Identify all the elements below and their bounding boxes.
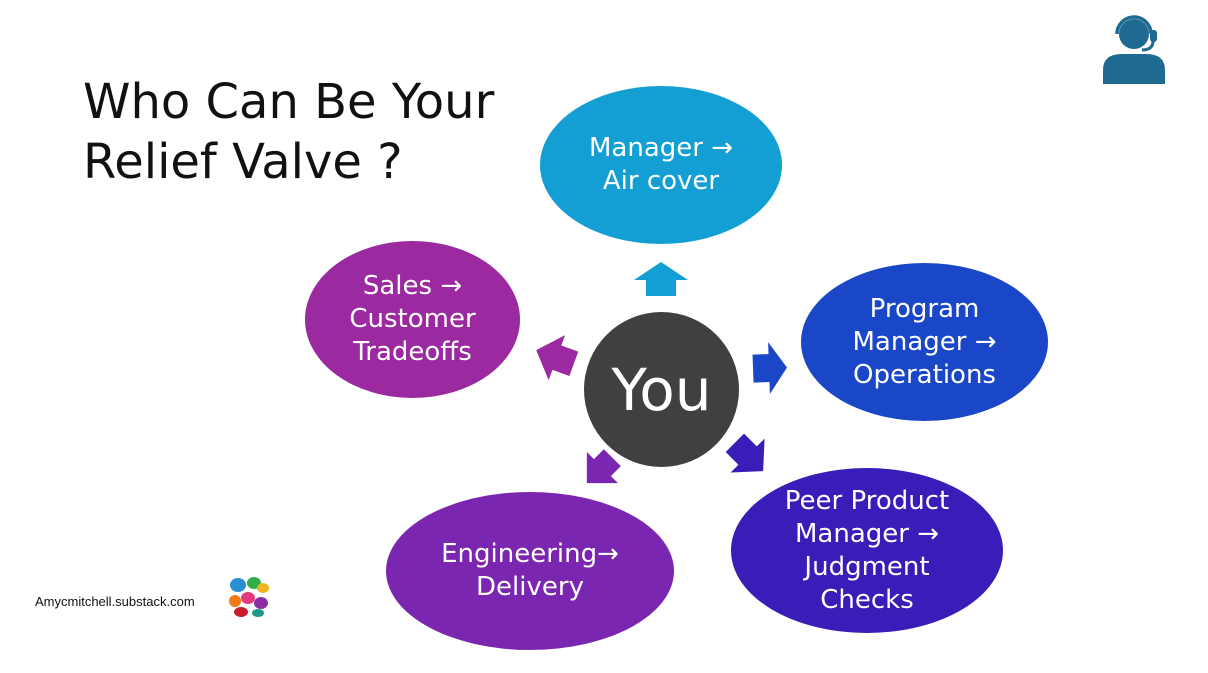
node-peer-product-manager-line-2: Manager → <box>794 518 939 549</box>
arrow-up-to-manager <box>634 262 688 296</box>
footer-credit: Amycmitchell.substack.com <box>35 594 195 609</box>
node-manager-line-2: Air cover <box>602 166 720 196</box>
arrow-to-peer-product-manager <box>725 433 765 473</box>
center-you-circle: You <box>584 312 739 467</box>
node-peer-product-manager-line-4: Checks <box>820 584 914 615</box>
node-engineering-line-2: Delivery <box>476 572 584 602</box>
node-sales-line-2: Customer <box>349 304 476 334</box>
node-program-manager-line-2: Manager → <box>852 326 997 357</box>
node-sales: Sales → Customer Tradeoffs <box>305 241 520 398</box>
node-engineering: Engineering→ Delivery <box>386 492 674 650</box>
node-program-manager: Program Manager → Operations <box>801 263 1048 421</box>
node-program-manager-line-3: Operations <box>853 359 996 390</box>
node-sales-line-3: Tradeoffs <box>353 337 472 367</box>
colorful-hands-logo <box>226 574 270 618</box>
title-line-1: Who Can Be Your <box>83 74 495 130</box>
node-peer-product-manager: Peer Product Manager → Judgment Checks <box>731 468 1003 633</box>
node-peer-product-manager-line-3: Judgment <box>804 551 930 582</box>
node-manager-line-1: Manager → <box>588 133 733 163</box>
node-engineering-line-1: Engineering→ <box>441 539 619 569</box>
arrow-right-to-program-manager <box>752 342 787 395</box>
node-program-manager-line-1: Program <box>869 293 980 324</box>
arrow-to-sales <box>536 335 579 381</box>
title-line-2: Relief Valve ? <box>83 134 403 190</box>
node-peer-product-manager-line-1: Peer Product <box>784 485 950 516</box>
customer-support-agent-icon <box>1103 15 1165 84</box>
node-sales-line-1: Sales → <box>362 271 463 301</box>
slide-title: Who Can Be Your Relief Valve ? <box>83 72 513 192</box>
node-manager: Manager → Air cover <box>540 86 782 244</box>
